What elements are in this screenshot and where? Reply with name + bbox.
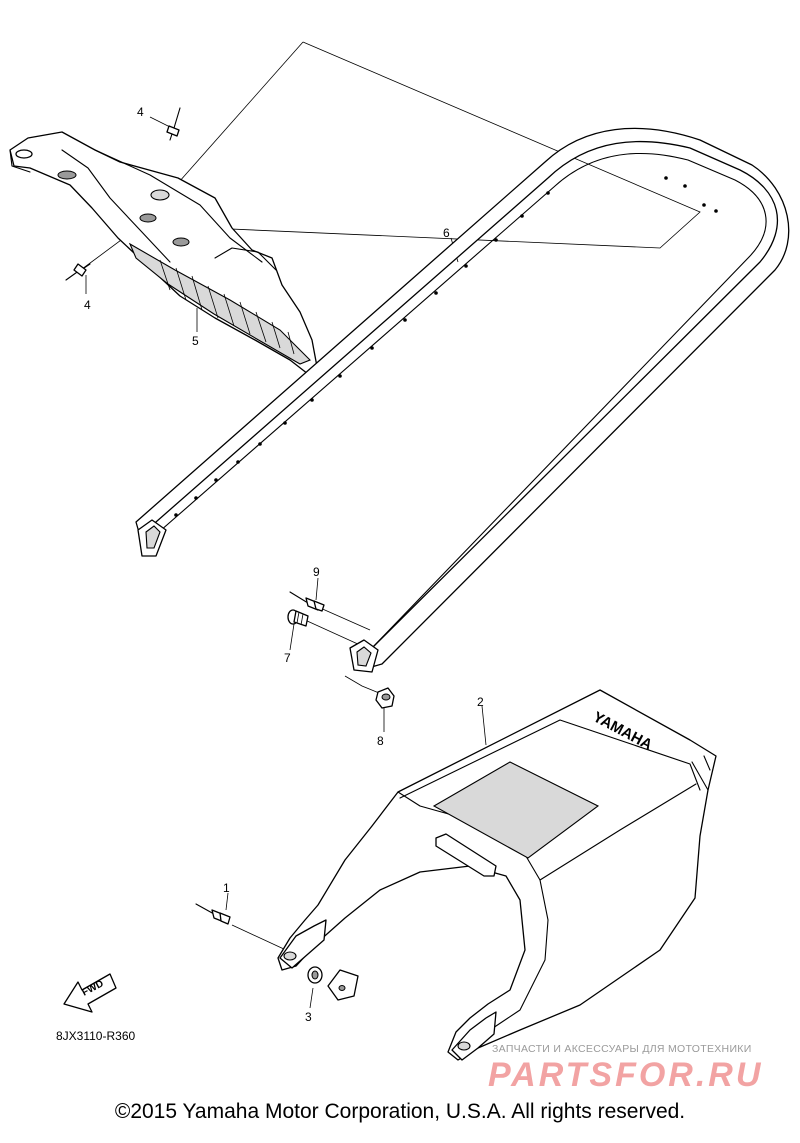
bolt-part-7 [287,609,309,627]
nut-part-8 [375,687,395,709]
forward-direction-arrow: FWD [63,973,117,1013]
callout-4-lower: 4 [84,298,91,312]
grommet-part-3 [307,966,359,1001]
callout-4-upper: 4 [137,105,144,119]
rear-bracket-part-5 [9,131,319,375]
callout-7: 7 [284,651,291,665]
watermark-logo-text: PARTSFOR.RU [488,1056,763,1094]
callout-8: 8 [377,734,384,748]
seat-cowl-part-2: YAMAHA [277,689,717,1061]
callout-6: 6 [443,226,450,240]
rivet-part-9 [289,591,325,612]
reference-lines [77,41,701,1009]
grab-rail-part-6 [135,127,790,673]
callout-labels: 4 4 5 6 9 7 8 2 1 3 8JX3110-R360 [56,105,484,1043]
rivet-part-1 [195,903,231,925]
watermark-tagline: ЗАПЧАСТИ И АКСЕССУАРЫ ДЛЯ МОТОТЕХНИКИ [492,1043,752,1055]
callout-5: 5 [192,334,199,348]
copyright-footer: ©2015 Yamaha Motor Corporation, U.S.A. A… [114,1100,686,1123]
callout-9: 9 [313,565,320,579]
rivet-part-4-lower [65,263,91,281]
callout-2: 2 [477,695,484,709]
watermark-logo: PARTSFOR.RU [488,1056,763,1094]
callout-1: 1 [223,881,230,895]
diagram-code: 8JX3110-R360 [56,1029,135,1043]
rivet-part-4-upper [166,107,181,141]
callout-3: 3 [305,1010,312,1024]
